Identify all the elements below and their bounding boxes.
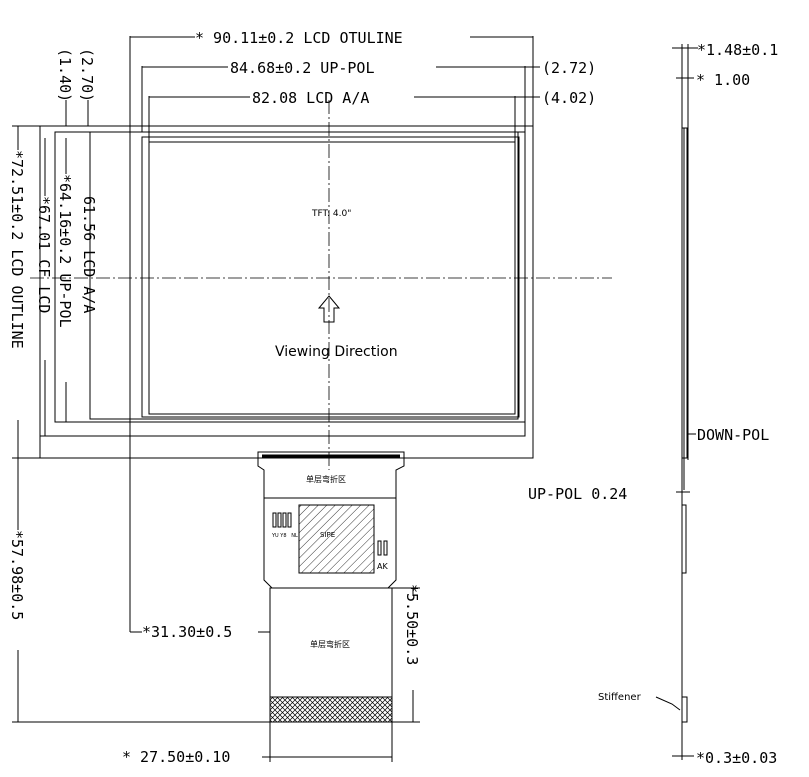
- up-pol-height-dim: *64.16±0.2 UP-POL: [56, 174, 74, 328]
- chip-code: YU Y8 NL: [271, 533, 298, 539]
- viewing-direction-label: Viewing Direction: [275, 344, 398, 360]
- fpc-length-dim: *5.50±0.3: [403, 584, 421, 665]
- lcd-outline-width-dim: * 90.11±0.2 LCD OTULINE: [195, 29, 403, 47]
- right-offset-2-dim: (4.02): [542, 89, 596, 107]
- viewing-direction-arrow-icon: [317, 295, 341, 323]
- up-pol-side-label: UP-POL 0.24: [528, 485, 627, 503]
- cf-outline: [39, 125, 526, 437]
- active-area-height-dim: 61.56 LCD A/A: [80, 196, 98, 313]
- fpc: 单层弯折区 SIPE YU Y8 NL AK 单层弯折区 *31.30±0.5 …: [122, 126, 421, 766]
- side-stiffener: [681, 696, 688, 723]
- front-view: TFT: 4.0" Viewing Direction * 90.11±0.2 …: [8, 29, 612, 723]
- side-view: *1.48±0.1 * 1.00 DOWN-POL UP-POL 0.24 St…: [528, 41, 778, 767]
- gold-fingers: [269, 696, 393, 723]
- ak-pad: [377, 540, 382, 556]
- total-height-dim: *57.98±0.5: [8, 530, 26, 620]
- side-glass-thickness-dim: * 1.00: [696, 71, 750, 89]
- cf-height-dim: *67.01 CF LCD: [35, 196, 53, 313]
- fpc-bend-label-1: 单层弯折区: [306, 474, 346, 484]
- right-offset-1-dim: (2.72): [542, 59, 596, 77]
- chip-label: SIPE: [320, 531, 335, 539]
- up-pol-outline: [54, 131, 526, 423]
- connector-pads-icon: [272, 512, 292, 528]
- stiffener-thickness-dim: *0.3±0.03: [696, 749, 777, 767]
- aa-boundary: [89, 131, 519, 420]
- down-pol-label: DOWN-POL: [697, 426, 769, 444]
- left-offset-2-dim: (1.40): [56, 48, 74, 102]
- fpc-width-dim: * 27.50±0.10: [122, 748, 230, 766]
- tft-label: TFT: 4.0": [311, 209, 351, 219]
- stiffener-label: Stiffener: [598, 692, 642, 703]
- side-fpc: [681, 504, 687, 574]
- fpc-bend-label-2: 单层弯折区: [310, 639, 350, 649]
- left-offset-1-dim: (2.70): [78, 48, 96, 102]
- driver-chip: [298, 504, 375, 574]
- lcd-outline-height-dim: *72.51±0.2 LCD OUTLINE: [8, 150, 26, 349]
- fpc-offset-dim: *31.30±0.5: [142, 623, 232, 641]
- side-total-thickness-dim: *1.48±0.1: [697, 41, 778, 59]
- active-area-width-dim: 82.08 LCD A/A: [252, 89, 369, 107]
- ak-label: AK: [377, 562, 388, 571]
- lcd-outline: [39, 125, 534, 459]
- active-area: [141, 136, 520, 418]
- up-pol-width-dim: 84.68±0.2 UP-POL: [230, 59, 375, 77]
